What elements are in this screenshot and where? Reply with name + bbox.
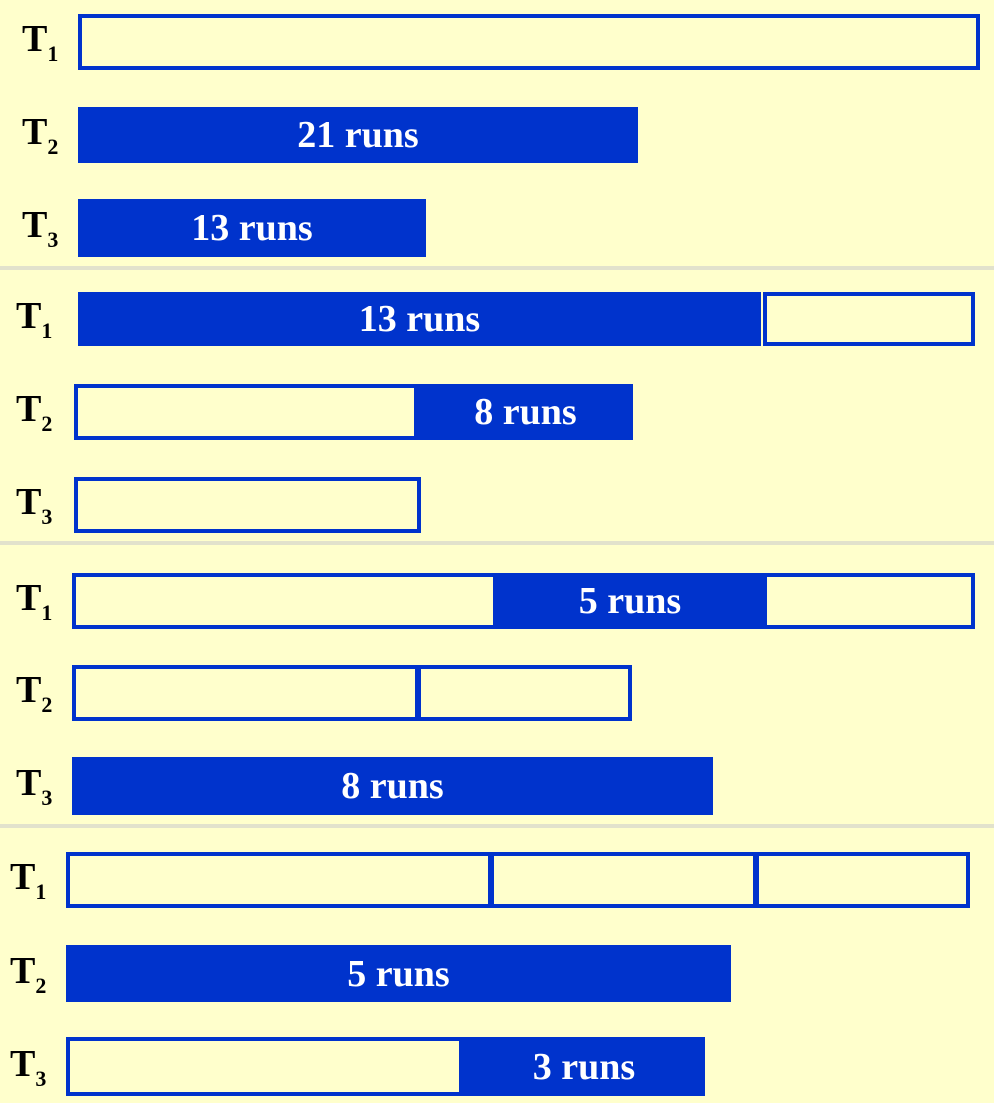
run-block: 13 runs (78, 292, 761, 346)
run-block: 8 runs (72, 757, 713, 815)
empty-tape-segment (755, 852, 970, 908)
empty-tape-segment (763, 573, 975, 629)
run-block: 3 runs (463, 1037, 705, 1096)
empty-tape-segment (66, 852, 492, 908)
tape-label-subscript: 2 (41, 411, 53, 436)
tape-label-subscript: 3 (47, 227, 59, 252)
tape-label-t1: T1 (10, 856, 46, 903)
tape-label-letter: T (16, 577, 42, 619)
tape-label-t3: T3 (16, 481, 52, 528)
run-block: 5 runs (66, 945, 731, 1002)
tape-label-t1: T1 (22, 18, 58, 65)
tape-label-subscript: 3 (35, 1065, 47, 1091)
tape-label-subscript: 1 (41, 600, 53, 625)
tape-label-subscript: 1 (35, 879, 47, 904)
tape-label-t2: T2 (16, 669, 52, 716)
tape-label-letter: T (16, 762, 42, 804)
tape-label-t3: T3 (16, 762, 52, 809)
tape-label-subscript: 1 (41, 318, 53, 343)
tape-label-letter: T (16, 481, 42, 523)
empty-tape-segment (74, 384, 418, 440)
empty-tape-segment (72, 665, 419, 721)
tape-label-subscript: 1 (47, 41, 59, 66)
tape-label-t2: T2 (22, 111, 58, 158)
empty-tape-segment (72, 573, 497, 629)
tape-label-t3: T3 (10, 1042, 46, 1090)
tape-label-letter: T (22, 204, 48, 246)
tape-label-t2: T2 (10, 949, 46, 997)
tape-label-letter: T (22, 18, 48, 60)
panel-divider (0, 824, 994, 828)
tape-label-t2: T2 (16, 388, 52, 435)
empty-tape-segment (763, 292, 975, 346)
tape-label-subscript: 3 (41, 785, 53, 810)
run-block: 5 runs (497, 573, 763, 629)
tape-label-letter: T (16, 669, 42, 711)
empty-tape-segment (490, 852, 757, 908)
run-block: 13 runs (78, 199, 426, 257)
panel-divider (0, 541, 994, 545)
empty-tape-segment (74, 477, 421, 533)
tape-label-letter: T (10, 1042, 36, 1085)
tape-label-letter: T (22, 111, 48, 153)
tape-label-letter: T (10, 856, 36, 898)
run-block: 21 runs (78, 107, 638, 163)
tape-label-t3: T3 (22, 204, 58, 251)
tape-label-t1: T1 (16, 295, 52, 342)
run-block: 8 runs (418, 384, 633, 440)
tape-label-subscript: 3 (41, 504, 53, 529)
empty-tape-segment (66, 1037, 463, 1096)
panel-divider (0, 266, 994, 270)
tape-label-letter: T (16, 295, 42, 337)
tape-label-subscript: 2 (35, 972, 47, 998)
empty-tape-segment (417, 665, 632, 721)
tape-label-subscript: 2 (41, 692, 53, 717)
tape-label-letter: T (10, 949, 36, 992)
tape-label-letter: T (16, 388, 42, 430)
tape-label-t1: T1 (16, 577, 52, 624)
tape-label-subscript: 2 (47, 134, 59, 159)
empty-tape-segment (78, 14, 980, 70)
